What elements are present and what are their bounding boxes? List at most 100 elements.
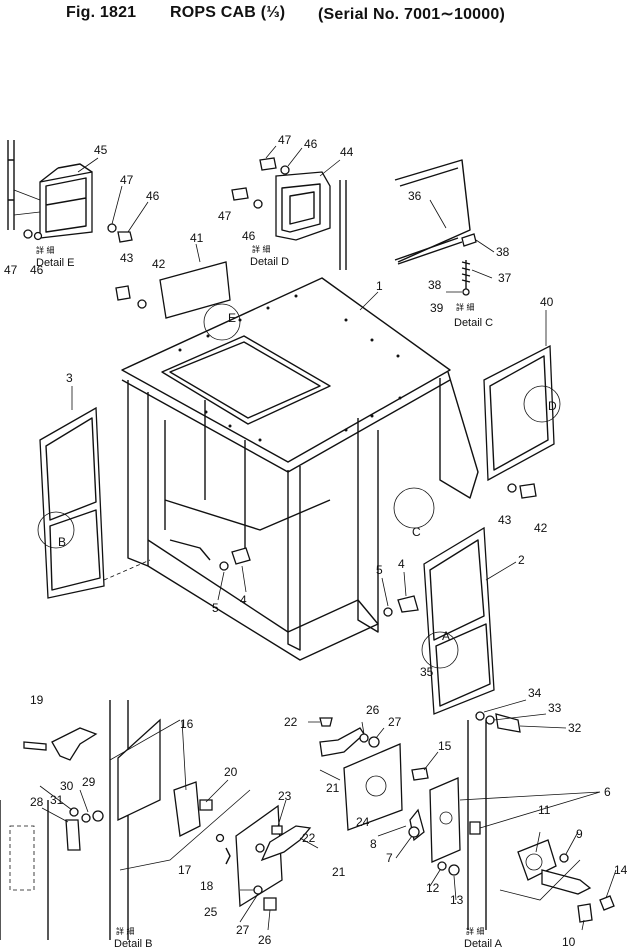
bolt-4-right <box>397 595 419 613</box>
detail-b-group <box>0 700 251 940</box>
washer-5 <box>219 561 229 571</box>
latch-6 <box>429 777 461 863</box>
bolt-42 <box>519 483 537 499</box>
detail-d-leaders <box>265 145 341 177</box>
handle-11-hub <box>525 853 543 871</box>
latch-6-hole <box>439 811 453 825</box>
detail-d-pillar <box>339 180 347 270</box>
detail-circle-e-label: E <box>228 311 236 325</box>
door-3-dashline <box>103 559 151 581</box>
door-3-frame <box>39 406 105 599</box>
detail-e-label: Detail E <box>36 257 75 269</box>
washer-46-e <box>107 223 117 233</box>
washer-46-d-lower <box>253 199 263 209</box>
cab-roof-edge <box>121 379 451 473</box>
callout-5: 5 <box>212 601 219 615</box>
washer-29 <box>81 813 91 823</box>
washer-33 <box>485 715 495 725</box>
detail-c-label: Detail C <box>454 317 493 329</box>
plate-24 <box>343 743 403 831</box>
cab-inner-posts <box>164 400 246 560</box>
washer-42 <box>137 299 147 309</box>
callout-33: 33 <box>548 701 562 715</box>
detail-circle-e <box>203 303 241 341</box>
washer-47-e-left <box>23 229 33 239</box>
handle-11-lever <box>541 869 592 895</box>
spring-37 <box>461 260 471 290</box>
nut-31 <box>92 810 104 822</box>
callout-46: 46 <box>304 137 318 151</box>
detail-d-bracket-detail <box>281 183 321 233</box>
detail-d-label: Detail D <box>250 256 289 268</box>
callout-46: 46 <box>242 229 256 243</box>
plate-28 <box>65 819 81 851</box>
detail-d-group <box>231 145 347 270</box>
washer-12 <box>437 861 447 871</box>
callout-15: 15 <box>438 739 452 753</box>
detail-kanji: 詳 細 <box>36 245 55 255</box>
detail-circle-c <box>393 487 435 529</box>
latch-6-tab <box>469 821 481 835</box>
nut-46-e-left <box>33 231 43 241</box>
callout-34: 34 <box>528 686 542 700</box>
nut-7 <box>408 826 420 838</box>
cab-pillar-mid <box>357 418 379 633</box>
washer-46-d <box>280 165 290 175</box>
callout-42: 42 <box>534 521 548 535</box>
center-leaders <box>239 721 385 931</box>
detail-circle-b-label: B <box>58 535 66 549</box>
callout-43: 43 <box>498 513 512 527</box>
callout-42: 42 <box>152 257 166 271</box>
bolt-47-e <box>117 231 133 243</box>
detail-e-bracket-detail <box>39 163 93 233</box>
callout-47: 47 <box>218 209 232 223</box>
callout-47: 47 <box>278 133 292 147</box>
door-3: B <box>37 406 151 599</box>
part-38-lower <box>462 288 470 296</box>
callout-45: 45 <box>94 143 108 157</box>
callout-13: 13 <box>450 893 464 907</box>
callout-38: 38 <box>428 278 442 292</box>
cab-roof-holes <box>178 294 402 442</box>
callout-41: 41 <box>190 231 204 245</box>
panel-41 <box>159 261 231 319</box>
callout-27: 27 <box>388 715 402 729</box>
detail-kanji: 詳 細 <box>456 302 475 312</box>
door-40: D <box>483 344 561 482</box>
callout-8: 8 <box>370 837 377 851</box>
detail-a-link <box>499 859 581 901</box>
cab-pillar-front-right <box>287 466 301 651</box>
callout-12: 12 <box>426 881 440 895</box>
door-3-windows <box>45 417 101 591</box>
detail-a-label: Detail A <box>464 938 503 950</box>
detail-c-rod-36 <box>394 237 463 265</box>
washer-43 <box>507 483 517 493</box>
callout-22: 22 <box>302 831 316 845</box>
callout-24: 24 <box>356 815 370 829</box>
cab-roof <box>121 277 451 463</box>
detail-b-panel-edge <box>0 800 49 940</box>
callout-5: 5 <box>376 563 383 577</box>
callout-7: 7 <box>386 851 393 865</box>
callout-37: 37 <box>498 271 512 285</box>
nut-13 <box>448 864 460 876</box>
detail-circle-b <box>37 511 75 549</box>
lock-plate <box>117 718 161 822</box>
callout-9: 9 <box>576 827 583 841</box>
spring-18 <box>225 847 231 865</box>
bolt-4 <box>231 547 251 565</box>
screw-22 <box>319 717 333 727</box>
callout-32: 32 <box>568 721 582 735</box>
door-2: A <box>421 526 495 715</box>
callout-28: 28 <box>30 795 44 809</box>
detail-e-pillar <box>7 140 15 230</box>
handle-19 <box>51 727 98 761</box>
detail-a-post <box>467 720 487 930</box>
callout-16: 16 <box>180 717 194 731</box>
cab-pillar-rear-right <box>439 371 479 499</box>
callout-20: 20 <box>224 765 238 779</box>
part-38-upper <box>461 233 477 247</box>
callout-46: 46 <box>30 263 44 277</box>
callout-31: 31 <box>50 793 64 807</box>
